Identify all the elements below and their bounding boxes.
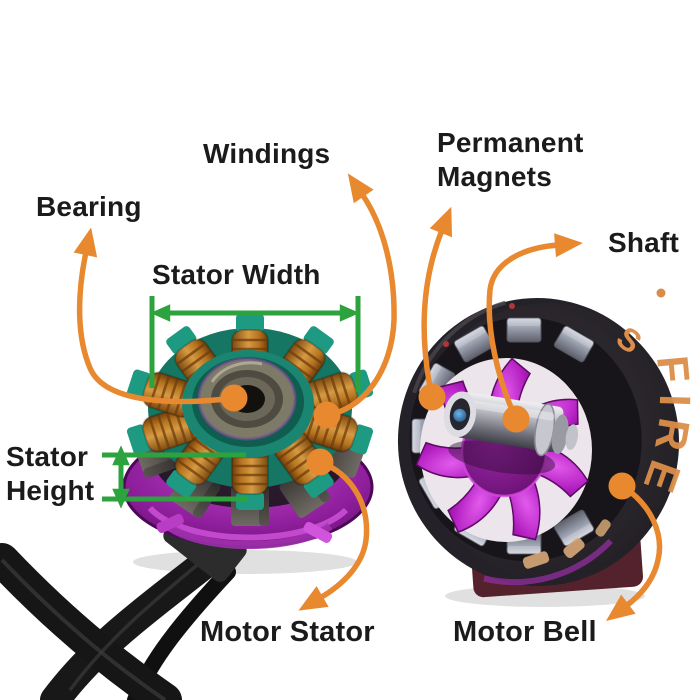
permanent-magnets-callout-dot [418, 383, 446, 411]
callout-dots [220, 383, 636, 500]
label-stator-width: Stator Width [152, 259, 321, 290]
motor-stator-callout-dot [306, 448, 334, 476]
magnet-mark [443, 341, 449, 347]
stator-height-dimension [102, 445, 248, 509]
brand-dot [656, 288, 666, 298]
bearing-callout-dot [220, 384, 248, 412]
shaft-screw [453, 408, 467, 422]
label-motor-bell: Motor Bell [453, 616, 597, 648]
motor-stator-callout-arrow [298, 459, 370, 611]
motor-bell-callout-arrow [606, 483, 663, 622]
stator-width-dimension [149, 296, 361, 392]
motor-wires [0, 504, 247, 700]
label-permanent-magnets: Permanent Magnets [437, 127, 584, 192]
label-motor-stator: Motor Stator [200, 616, 375, 648]
label-windings: Windings [203, 138, 331, 169]
label-stator-height: Stator Height [6, 441, 95, 506]
permanent-magnets-ring [411, 303, 596, 555]
motor-bell-photo: FIRE S [397, 288, 689, 607]
bell-bottom-marks [522, 519, 611, 569]
shaft-callout-dot [502, 405, 530, 433]
bearing-part [182, 350, 314, 458]
shaft-callout-arrow [486, 233, 583, 422]
label-bearing: Bearing [36, 191, 142, 222]
callout-arrows [73, 173, 663, 622]
windings-callout-arrow [324, 173, 397, 418]
magnet-mark [509, 303, 515, 309]
motor-bell-callout-dot [608, 472, 636, 500]
permanent-magnets-callout-arrow [421, 206, 453, 400]
bearing-callout-arrow [73, 227, 237, 405]
windings-callout-dot [313, 401, 341, 429]
label-shaft: Shaft [608, 227, 679, 258]
